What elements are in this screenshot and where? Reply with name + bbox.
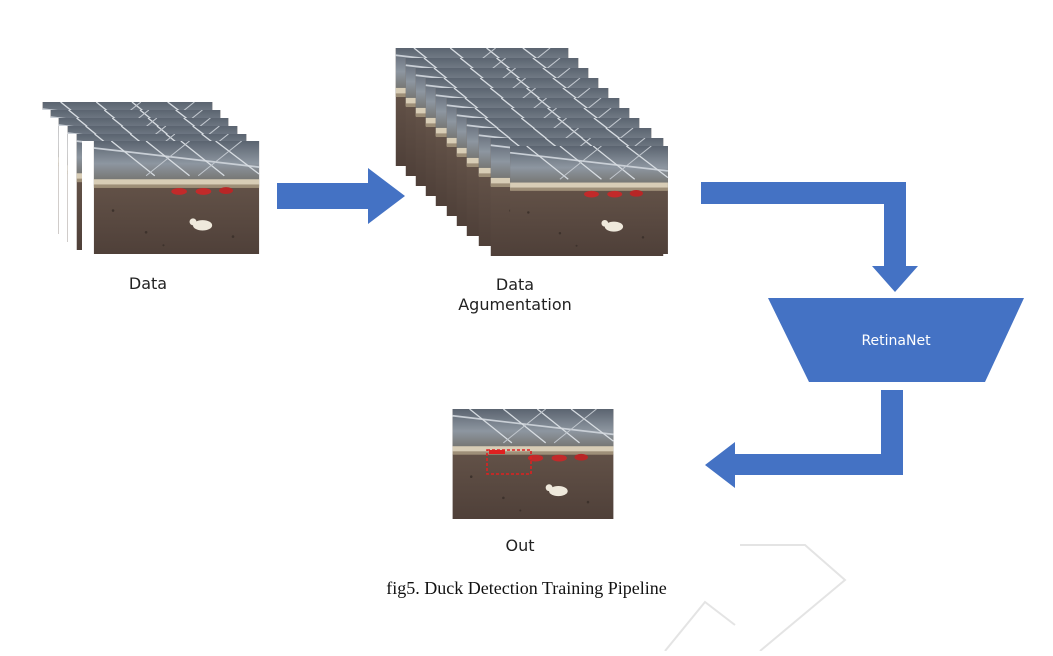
data-image-stack: [34, 102, 271, 254]
arrow-retinanet-to-out: [705, 390, 903, 488]
augmentation-label: Data Agumentation: [440, 275, 590, 315]
out-image: [451, 409, 615, 519]
retinanet-block: RetinaNet: [768, 298, 1024, 382]
augmentation-image-stack: [394, 48, 669, 256]
arrow-data-to-augmentation: [277, 168, 405, 224]
retinanet-label: RetinaNet: [861, 333, 931, 349]
augmentation-label-line1: Data: [495, 275, 535, 294]
detection-label-tag: [489, 450, 505, 454]
data-image: [92, 141, 261, 254]
out-label: Out: [505, 536, 535, 555]
augmentation-label-line2: Agumentation: [458, 295, 572, 314]
data-label: Data: [128, 274, 168, 293]
arrow-augmentation-to-retinanet: [701, 182, 918, 292]
figure-caption: fig5. Duck Detection Training Pipeline: [386, 578, 667, 598]
detection-box: [486, 449, 532, 475]
augmentation-image: [509, 146, 669, 254]
watermark: [664, 544, 847, 652]
